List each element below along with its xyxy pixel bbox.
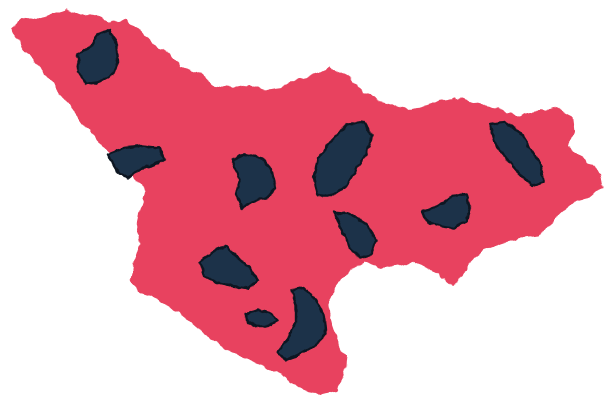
patch-south: [276, 286, 328, 362]
patch-central-north: [312, 120, 374, 198]
patch-central-east: [332, 210, 378, 260]
patch-northwest: [76, 28, 120, 86]
patch-northeast: [488, 120, 546, 188]
patch-southwest: [198, 244, 260, 290]
patch-west: [106, 144, 166, 180]
patch-east: [420, 192, 472, 230]
patch-central-west: [230, 152, 278, 210]
region-territory: [10, 10, 602, 396]
patch-south-small: [244, 308, 280, 328]
